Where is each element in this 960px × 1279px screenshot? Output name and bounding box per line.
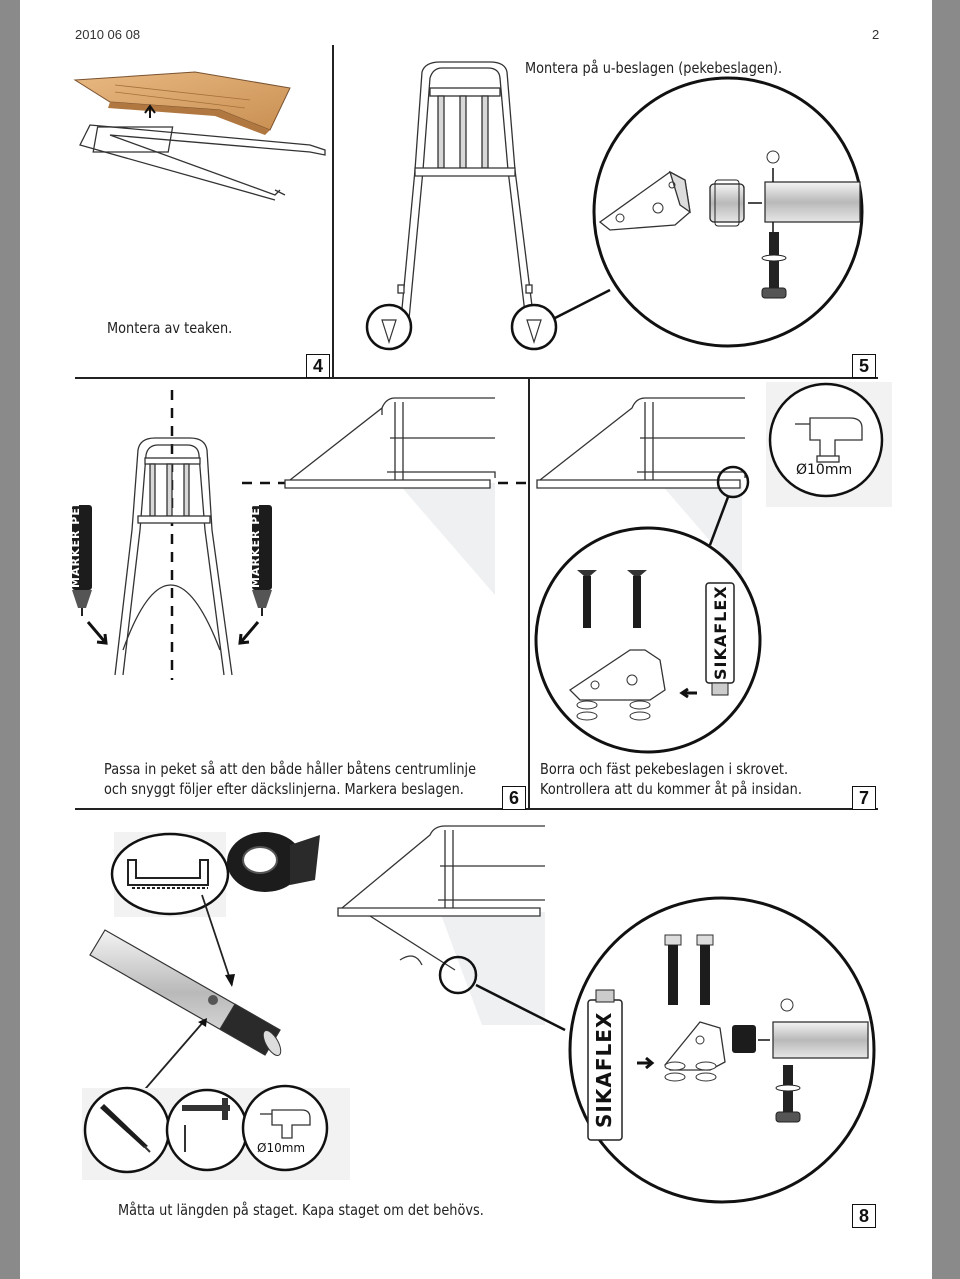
step-4-number: 4 <box>306 354 330 378</box>
marker-pen-right <box>252 505 272 616</box>
step-6-number: 6 <box>502 786 526 810</box>
step-5-text: Montera på u-beslagen (pekebeslagen). <box>525 59 783 77</box>
marker-pen-left <box>72 505 92 616</box>
pulpit-front-view <box>114 437 233 676</box>
pulpit-side-view-8 <box>337 825 545 1025</box>
pulpit-side-view-6 <box>284 397 496 595</box>
divider-horizontal-2 <box>75 808 878 810</box>
lift-arrow <box>144 104 156 118</box>
instruction-page: 2010 06 08 2 <box>20 0 932 1279</box>
bolts-bracket-8 <box>587 934 869 1141</box>
step-4-text: Montera av teaken. <box>107 319 233 337</box>
foot-detail-circle-right <box>510 303 558 351</box>
pulpit-upright-illustration <box>397 61 536 331</box>
header-date: 2010 06 08 <box>75 27 141 42</box>
bracket-assembly-5 <box>598 150 861 299</box>
step-6-text: Passa in peket så att den både håller bå… <box>104 760 477 798</box>
divider-vertical-top <box>332 45 334 377</box>
zoom-leader-5 <box>554 288 611 320</box>
header-page-number: 2 <box>872 27 880 42</box>
teak-plank-illustration <box>73 71 291 135</box>
drill-size-8: Ø10mm <box>257 1141 306 1155</box>
sealant-label-7: SIKAFLEX <box>711 585 730 680</box>
drill-size-7: Ø10mm <box>796 462 853 478</box>
divider-vertical-middle <box>528 378 530 808</box>
step-8-number: 8 <box>852 1204 876 1228</box>
tape-roll-icon <box>227 832 320 892</box>
step-7-text: Borra och fäst pekebeslagen i skrovet. K… <box>540 760 802 798</box>
foot-detail-circle-left <box>365 303 413 351</box>
sealant-label-8: SIKAFLEX <box>592 1011 616 1128</box>
marker-label-left: MARKER PEN <box>69 496 82 588</box>
step-7-number: 7 <box>852 786 876 810</box>
screws-bracket-7 <box>568 570 735 721</box>
drill-icon <box>795 417 863 463</box>
saw-icon <box>127 859 209 889</box>
step-5-number: 5 <box>852 354 876 378</box>
pulpit-frame-flat-illustration <box>79 124 326 201</box>
step-8-text: Måtta ut längden på staget. Kapa staget … <box>118 1201 484 1219</box>
illustrations <box>72 61 892 1204</box>
mark-arrow-left <box>86 621 108 645</box>
divider-horizontal-1 <box>75 377 878 379</box>
stay-tube-8 <box>89 929 282 1056</box>
mark-arrow-right <box>238 621 260 645</box>
marker-label-right: MARKER PEN <box>249 496 262 588</box>
